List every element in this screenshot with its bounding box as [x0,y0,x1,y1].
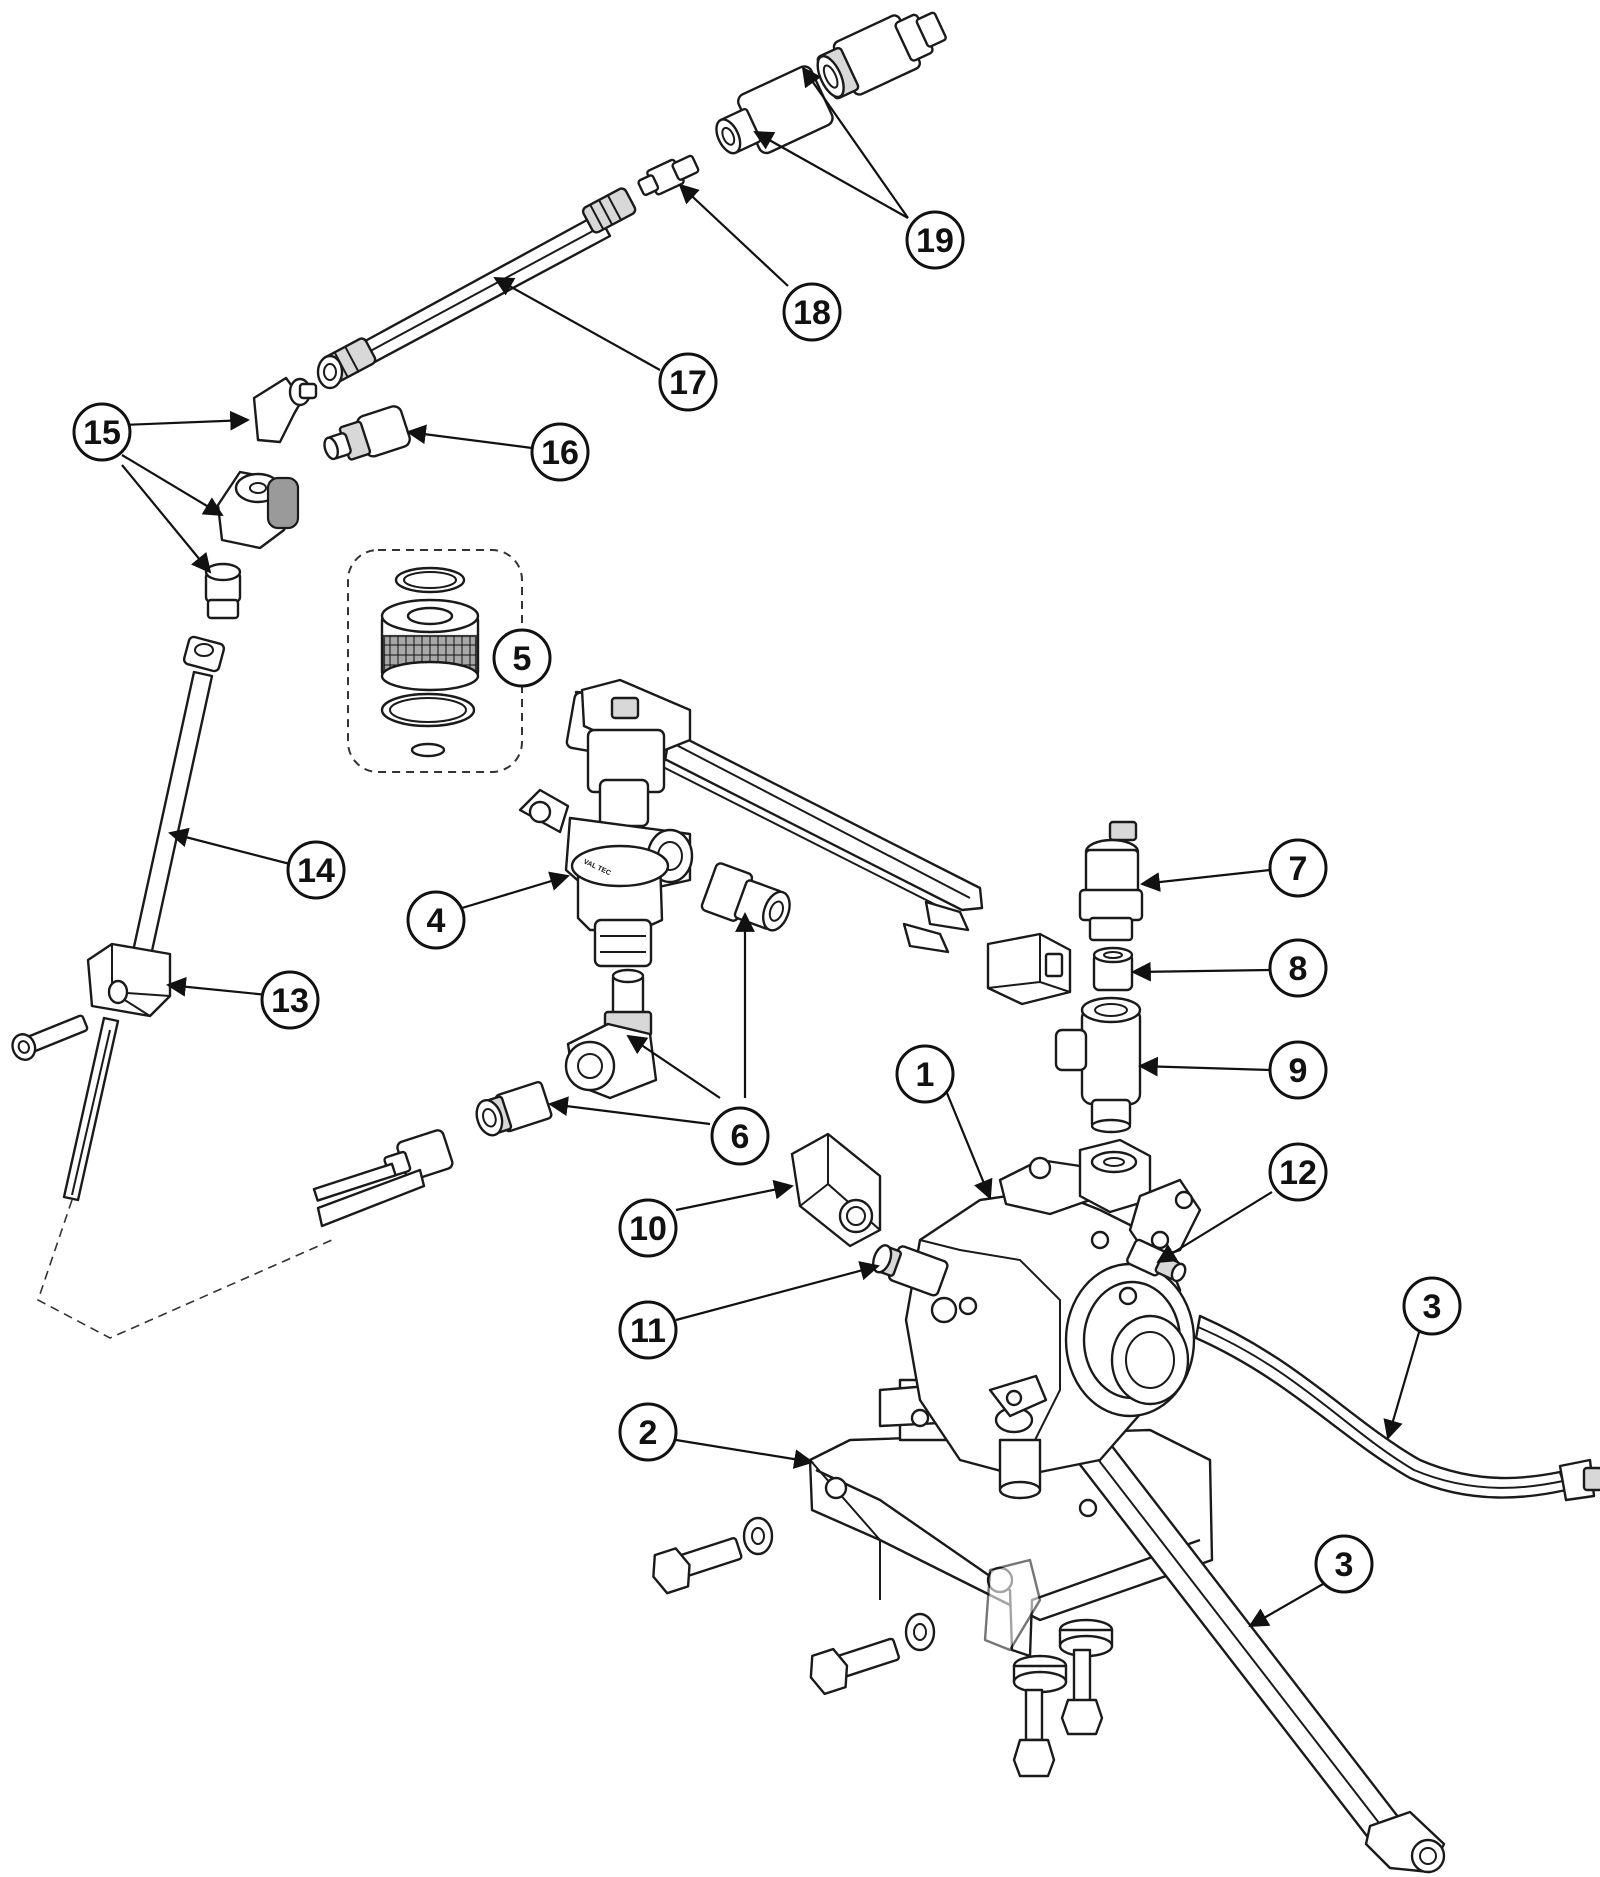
callout-7: 7 [1268,838,1328,898]
svg-text:13: 13 [271,982,309,1020]
part-6-fittings [312,862,791,1228]
callout-2: 2 [618,1402,678,1462]
svg-text:12: 12 [1279,1154,1317,1192]
svg-text:3: 3 [1335,1546,1354,1584]
svg-text:15: 15 [83,414,121,452]
wire-connector [986,932,1072,1006]
part-8-nut [1092,946,1134,992]
svg-text:3: 3 [1423,1288,1442,1326]
part-16-adapter [323,405,411,461]
callout-5: 5 [492,628,552,688]
callout-4: 4 [406,890,466,950]
leader-lines [121,66,1424,1627]
svg-text:17: 17 [669,364,707,402]
svg-text:8: 8 [1289,950,1308,988]
callout-11: 11 [618,1300,678,1360]
callout-17: 17 [658,352,718,412]
svg-text:6: 6 [731,1118,750,1156]
part-7-pressure-switch [1078,820,1144,942]
svg-text:16: 16 [541,434,579,472]
svg-text:1: 1 [916,1056,935,1094]
part-4-solenoid-valve: VAL TEC [518,678,984,968]
svg-text:14: 14 [297,852,335,890]
callout-16: 16 [530,422,590,482]
part-18-nipple [637,154,700,196]
part-1-regulator [878,1138,1202,1500]
callout-12: 12 [1268,1142,1328,1202]
part-14-tube [37,635,333,1339]
callout-13: 13 [260,970,320,1030]
part-15-fittings [204,376,318,620]
svg-text:19: 19 [916,222,954,260]
callout-3-lower: 3 [1314,1534,1374,1594]
callout-18: 18 [782,282,842,342]
svg-text:5: 5 [513,640,532,678]
callout-14: 14 [286,840,346,900]
callout-1: 1 [895,1044,955,1104]
svg-text:9: 9 [1289,1052,1308,1090]
callout-6: 6 [710,1106,770,1166]
part-19-fittings [715,11,947,155]
svg-text:18: 18 [793,294,831,332]
part-10-block [790,1132,882,1248]
callout-19: 19 [905,210,965,270]
part-5-filter-kit [347,549,523,773]
part-13-clamp [11,942,172,1061]
part-3-hoses [1028,1314,1600,1874]
callout-8: 8 [1268,938,1328,998]
callout-15: 15 [72,402,132,462]
part-17-hose [316,187,637,390]
svg-text:4: 4 [427,902,446,940]
callout-9: 9 [1268,1040,1328,1100]
part-9-tee [1054,996,1142,1134]
svg-text:7: 7 [1289,850,1308,888]
svg-text:11: 11 [630,1312,666,1350]
callout-3-upper: 3 [1402,1276,1462,1336]
svg-text:2: 2 [639,1414,658,1452]
callout-10: 10 [618,1198,678,1258]
svg-text:10: 10 [629,1210,667,1248]
